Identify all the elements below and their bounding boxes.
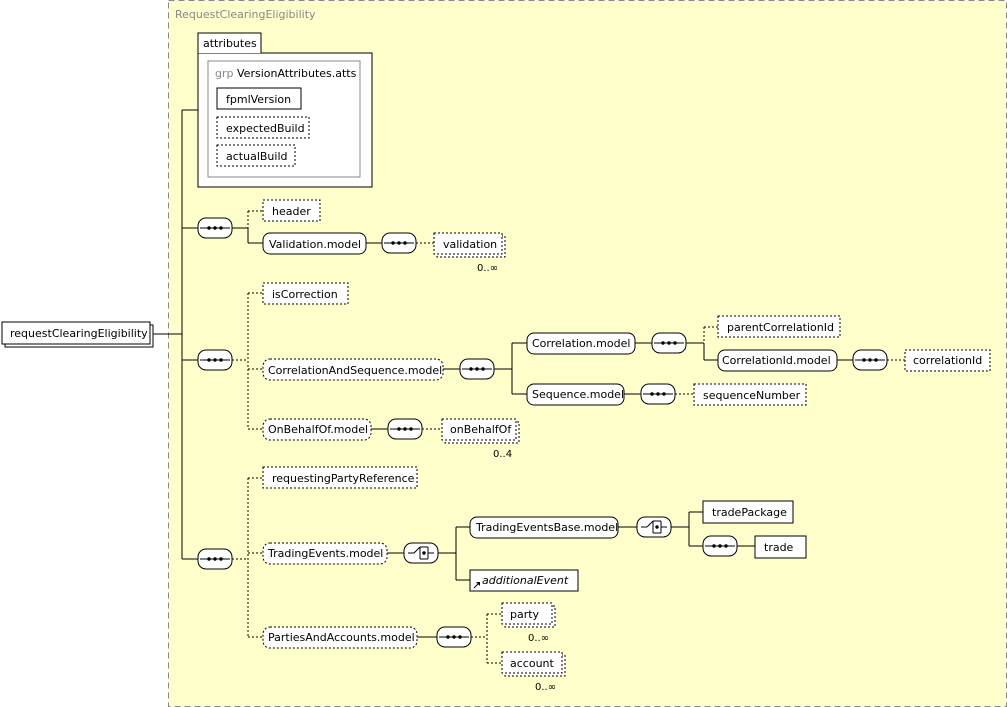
sequence-connector-trade[interactable]: [702, 535, 738, 557]
container-title: RequestClearingEligibility: [175, 8, 316, 21]
element-requestingPartyReference[interactable]: [262, 466, 418, 489]
sequence-connector-1[interactable]: [197, 217, 233, 239]
element-requestingPartyReference-label: requestingPartyReference: [272, 472, 415, 485]
sequence-connector-validation[interactable]: [381, 232, 417, 254]
sequence-connector-partiesAndAccounts[interactable]: [436, 626, 472, 648]
group-validation-model-label: Validation.model: [269, 238, 361, 251]
element-tradePackage[interactable]: [702, 500, 794, 524]
element-trade-label: trade: [764, 541, 794, 554]
element-party-label: party: [510, 608, 540, 621]
group-correlationId-model-label: CorrelationId.model: [722, 354, 831, 367]
element-isCorrection[interactable]: [262, 282, 349, 305]
group-correlation-and-sequence-model-label: CorrelationAndSequence.model: [268, 364, 442, 377]
group-partiesAndAccounts-model[interactable]: [262, 626, 418, 649]
element-account-label: account: [510, 657, 555, 670]
group-sequence-model-label: Sequence.model: [532, 388, 624, 401]
element-parentCorrelationId[interactable]: [717, 315, 841, 338]
element-onBehalfOf-label: onBehalfOf: [450, 423, 512, 436]
root-element-label: requestClearingEligibility: [10, 327, 148, 340]
element-additionalEvent[interactable]: [469, 569, 579, 592]
element-isCorrection-label: isCorrection: [272, 288, 338, 301]
onBehalfOf-occurrence: 0..4: [493, 449, 512, 460]
account-occurrence: 0..∞: [535, 682, 556, 693]
sequence-connector-2[interactable]: [197, 349, 233, 371]
group-tradingEventsBase-model-label: TradingEventsBase.model: [475, 521, 618, 534]
root-element-box[interactable]: [1, 321, 151, 345]
attribute-actualBuild[interactable]: [216, 144, 296, 167]
element-sequenceNumber[interactable]: [693, 383, 807, 406]
element-onBehalfOf[interactable]: [441, 418, 517, 441]
element-header-label: header: [272, 205, 311, 218]
sequence-connector-correlation[interactable]: [651, 332, 687, 354]
choice-connector-tradingEventsBase[interactable]: [636, 516, 672, 538]
party-occurrence: 0..∞: [528, 633, 549, 644]
group-correlation-model-label: Correlation.model: [532, 337, 630, 350]
element-additionalEvent-label: additionalEvent: [482, 574, 569, 587]
attribute-expectedBuild-label: expectedBuild: [226, 122, 305, 135]
element-trade[interactable]: [754, 535, 807, 559]
sequence-connector-3[interactable]: [197, 548, 233, 570]
element-validation[interactable]: [433, 232, 503, 255]
element-sequenceNumber-label: sequenceNumber: [703, 389, 801, 402]
element-correlationId-label: correlationId: [913, 354, 982, 367]
element-parentCorrelationId-label: parentCorrelationId: [727, 321, 834, 334]
element-account[interactable]: [501, 651, 563, 674]
attribute-actualBuild-label: actualBuild: [226, 150, 287, 163]
element-correlationId[interactable]: [904, 349, 991, 372]
element-party[interactable]: [501, 602, 553, 625]
reference-arrow-icon: [473, 582, 480, 589]
sequence-connector-correlationId[interactable]: [852, 349, 888, 371]
attribute-expectedBuild[interactable]: [216, 116, 310, 139]
element-tradePackage-label: tradePackage: [712, 506, 787, 519]
attribute-fpmlVersion[interactable]: [216, 87, 302, 110]
sequence-connector-onBehalfOf[interactable]: [387, 418, 423, 440]
attribute-group-prefix: grp: [215, 67, 234, 80]
group-partiesAndAccounts-model-label: PartiesAndAccounts.model: [268, 631, 415, 644]
attribute-group-name: VersionAttributes.atts: [237, 67, 357, 80]
attribute-fpmlVersion-label: fpmlVersion: [226, 93, 291, 106]
element-validation-label: validation: [443, 238, 497, 251]
attributes-tab-label: attributes: [203, 37, 257, 50]
choice-connector-tradingEvents[interactable]: [403, 542, 439, 564]
validation-occurrence: 0..∞: [477, 263, 498, 274]
group-onBehalfOf-model-label: OnBehalfOf.model: [268, 423, 368, 436]
group-tradingEvents-model-label: TradingEvents.model: [267, 547, 383, 560]
sequence-connector-sequence[interactable]: [640, 383, 676, 405]
element-header[interactable]: [262, 199, 321, 222]
sequence-connector-correlation-and-sequence[interactable]: [459, 358, 495, 380]
